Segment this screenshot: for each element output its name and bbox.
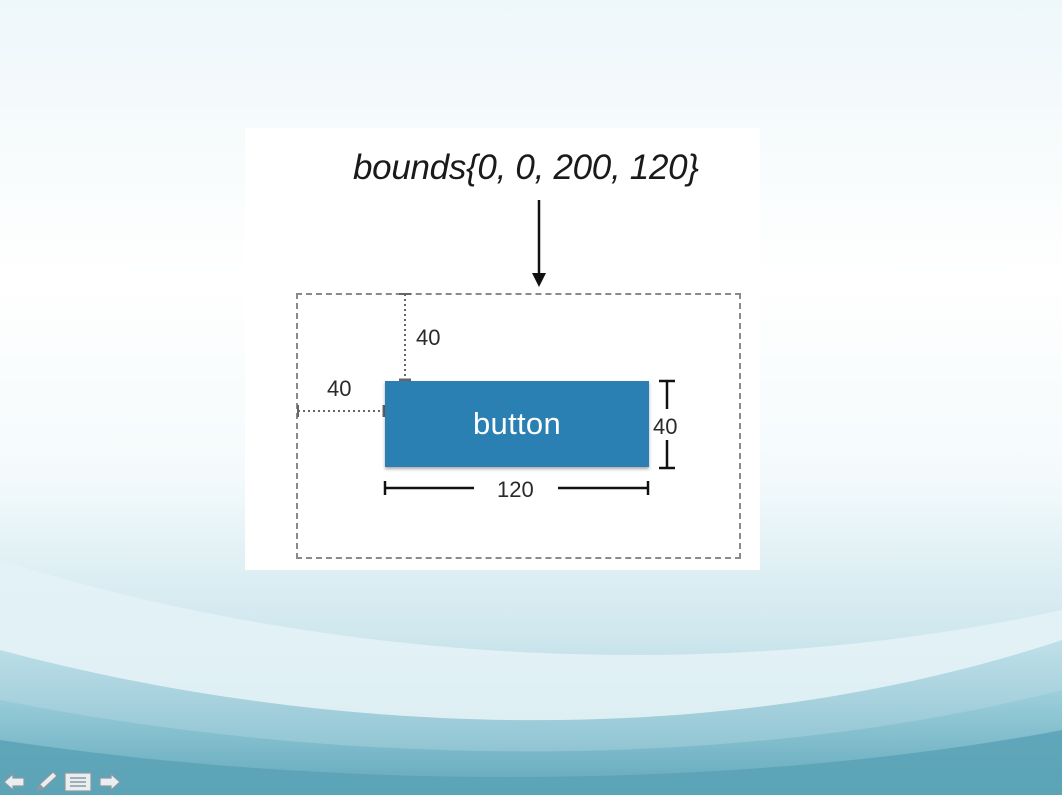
back-arrow-icon[interactable] (2, 772, 26, 792)
top-offset-label: 40 (416, 325, 441, 350)
left-offset-line (297, 405, 386, 417)
forward-arrow-icon[interactable] (98, 772, 122, 792)
bounds-title: bounds{0, 0, 200, 120} (353, 148, 699, 187)
width-label: 120 (497, 477, 534, 502)
pen-icon[interactable] (34, 770, 60, 794)
height-label: 40 (653, 414, 678, 439)
width-measure (383, 481, 650, 495)
menu-icon[interactable] (64, 772, 92, 792)
diagram-panel (245, 128, 760, 570)
button-rect: button (385, 381, 649, 467)
bounds-rect (296, 293, 741, 559)
button-label: button (473, 406, 561, 441)
down-arrow-icon (532, 200, 546, 287)
left-offset-label: 40 (327, 376, 352, 401)
top-offset-line (399, 293, 411, 382)
height-measure (659, 379, 675, 470)
presentation-nav (2, 770, 126, 794)
